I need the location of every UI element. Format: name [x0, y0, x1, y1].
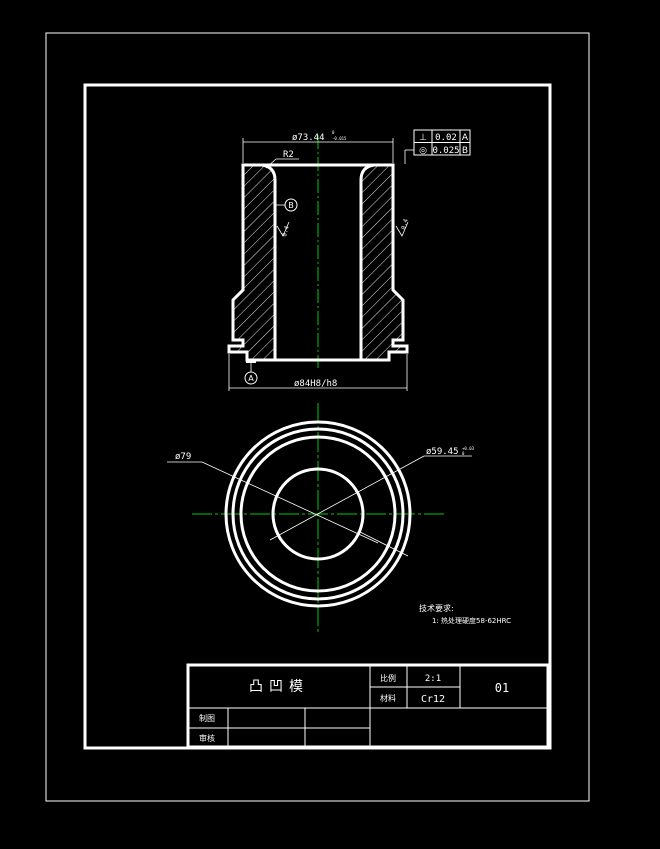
datum-b-bubble	[284, 198, 298, 212]
left-wall-section	[227, 163, 277, 362]
checked-by-label: 审核	[199, 733, 215, 743]
top-diameter-label: ø73.44	[292, 133, 325, 143]
bottom-diameter-label: ø84H8/h8	[294, 379, 337, 389]
scale-value: 2:1	[425, 674, 441, 684]
surface-finish-right-icon: 0.4	[395, 218, 410, 237]
top-tolerance-upper: 0	[332, 130, 335, 135]
mid-circle	[239, 435, 397, 593]
perpendicularity-datum: A	[462, 133, 469, 143]
top-tolerance-lower: -0.015	[332, 136, 347, 141]
inner-tolerance-upper: +0.03	[462, 446, 475, 451]
drawing-number: 01	[495, 681, 509, 695]
concentricity-datum: B	[462, 146, 468, 156]
sheet-outer-border	[45, 32, 590, 802]
right-wall-section	[359, 163, 409, 362]
radius-label: R2	[283, 150, 294, 160]
inner-bore-circle	[271, 467, 365, 561]
notes-heading: 技术要求:	[419, 603, 454, 613]
inner-diameter-dimline	[269, 455, 425, 541]
part-name: 凸凹模	[249, 679, 309, 695]
notes-line-1: 1: 热处理硬度58-62HRC	[432, 616, 511, 625]
perpendicularity-symbol: ⊥	[419, 133, 427, 143]
outer-body-circle	[231, 427, 405, 601]
material-value: Cr12	[421, 694, 445, 705]
scale-label: 比例	[380, 673, 396, 683]
inner-tolerance-lower: 0	[462, 451, 465, 456]
datum-a-letter: A	[248, 374, 254, 383]
title-block: 凸凹模 比例 2:1 材料 Cr12 01 制图 审核	[186, 663, 550, 749]
surface-finish-left-icon: 0.4	[276, 221, 291, 238]
svg-text:0.4: 0.4	[400, 218, 410, 231]
diameter-ext-line	[359, 531, 409, 557]
plan-view: ø79 ø59.45 +0.03 0	[167, 403, 475, 633]
svg-text:0.4: 0.4	[281, 225, 291, 238]
datum-a-bubble	[244, 371, 258, 385]
perpendicularity-value: 0.02	[435, 133, 457, 143]
inner-diameter-label: ø59.45	[426, 447, 459, 457]
datum-a-base	[246, 360, 256, 363]
concentricity-symbol: ◎	[419, 146, 427, 156]
outer-flange-circle	[224, 420, 412, 608]
section-view: ø73.44 0 -0.015 R2 B 0.4 0.4 A ø84H8/h8	[227, 130, 410, 391]
radius-leader-arrow	[265, 158, 277, 169]
datum-b-letter: B	[288, 201, 294, 210]
material-label: 材料	[380, 693, 396, 703]
drawn-by-label: 制图	[199, 713, 215, 723]
tolerance-frames: ⊥ 0.02 A ◎ 0.025 B	[404, 129, 471, 164]
outer-diameter-label: ø79	[175, 452, 191, 462]
outer-diameter-dimline	[201, 461, 379, 544]
concentricity-value: 0.025	[432, 146, 459, 156]
